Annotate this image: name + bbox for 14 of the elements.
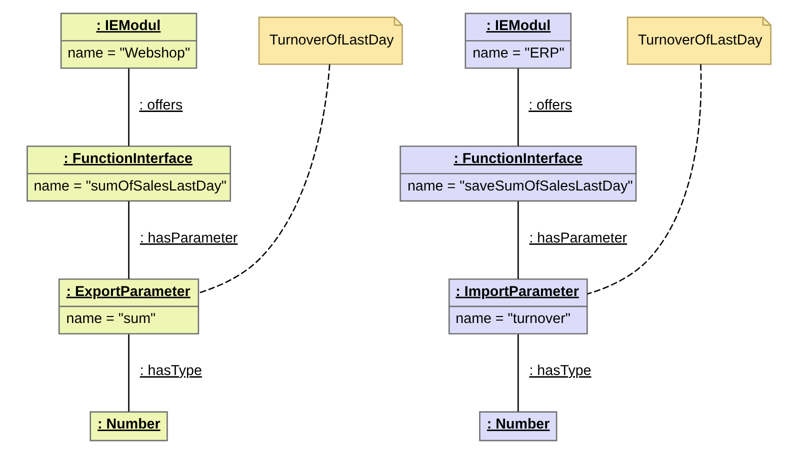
connector [128,201,130,279]
connector [128,68,130,146]
edge-label: : hasParameter [140,230,238,246]
edge-label: : hasType [529,363,592,380]
connector [198,64,330,294]
connector [128,334,130,412]
connector [518,334,519,412]
edge-label: : hasParameter [529,230,628,246]
connector [518,201,519,279]
connector [518,68,519,146]
connector [587,64,702,295]
edge-label: : offers [139,98,183,114]
edge-label: : hasType [140,363,202,380]
edge-label: : offers [528,98,572,114]
